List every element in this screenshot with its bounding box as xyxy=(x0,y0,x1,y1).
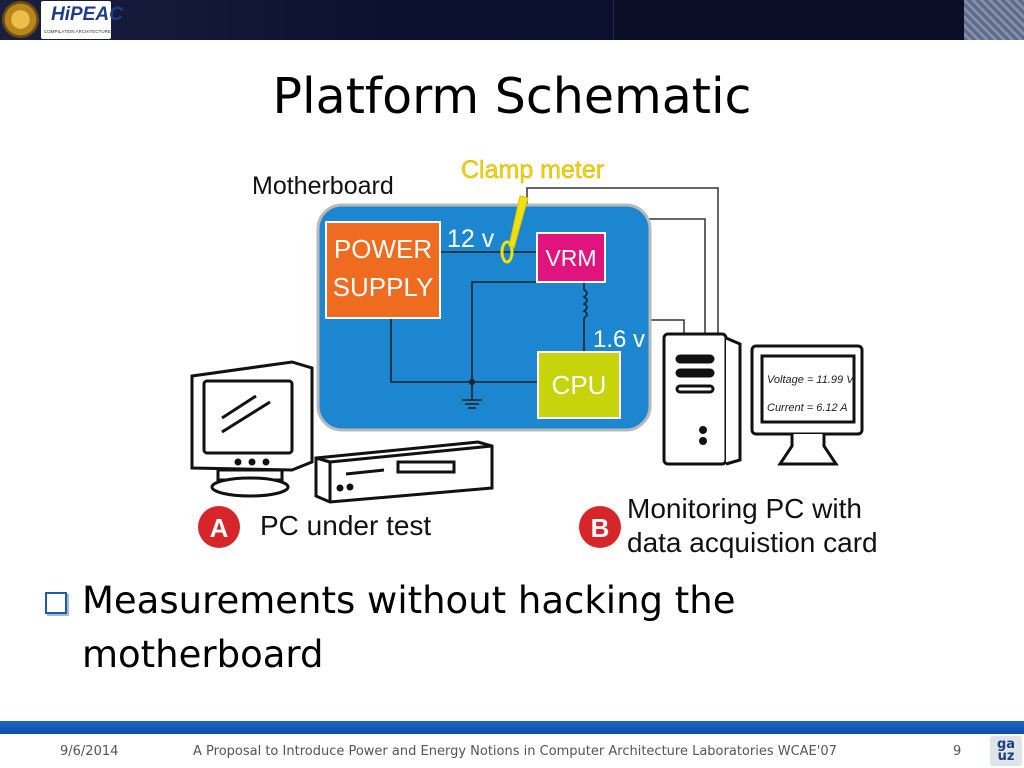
voltage-16-label: 1.6 v xyxy=(593,326,645,353)
university-seal-logo xyxy=(2,1,39,38)
voltage-readout: Voltage = 11.99 V xyxy=(767,374,855,386)
banner-right-panel xyxy=(613,0,1024,40)
clamp-meter-icon xyxy=(500,195,529,264)
monitoring-pc-tower-icon xyxy=(662,332,742,466)
test-pc-monitor-icon xyxy=(190,360,314,498)
inductor-coil xyxy=(582,289,588,319)
monitoring-monitor-icon xyxy=(750,344,864,466)
badge-b-letter: B xyxy=(591,513,610,543)
cpu-block xyxy=(537,351,621,419)
voltage-12-label: 12 v xyxy=(447,225,495,253)
ground-node xyxy=(469,379,475,385)
vrm-label: VRM xyxy=(545,245,596,271)
pc-under-test-caption: PC under test xyxy=(260,510,431,541)
power-supply-block xyxy=(325,221,441,319)
current-readout: Current = 6.12 A xyxy=(767,402,848,414)
circuit-wires xyxy=(390,251,585,400)
cpu-label: CPU xyxy=(552,370,607,400)
badge-a xyxy=(198,506,240,548)
banner-texture-image xyxy=(964,0,1024,40)
footer-date: 9/6/2014 xyxy=(60,744,119,759)
top-banner: HiPEAC COMPILATION ARCHITECTURE xyxy=(0,0,1024,40)
power-supply-label-2: SUPPLY xyxy=(333,272,434,302)
hipeac-logo-text: HiPEAC xyxy=(51,4,123,25)
test-pc-case-icon xyxy=(314,440,494,504)
motherboard-label: Motherboard xyxy=(252,172,394,200)
footer-bar xyxy=(0,721,1024,734)
clamp-meter-label: Clamp meter xyxy=(461,156,604,184)
power-supply-label-1: POWER xyxy=(334,234,432,264)
page-number: 9 xyxy=(953,744,962,759)
gaz-logo: ga uz xyxy=(990,736,1022,766)
monitoring-caption-line1: Monitoring PC with xyxy=(627,493,862,524)
monitoring-caption-line2: data acquistion card xyxy=(627,527,878,558)
bullet-text: Measurements without hacking the motherb… xyxy=(82,579,736,676)
badge-b xyxy=(579,506,621,548)
slide-title: Platform Schematic xyxy=(272,68,752,125)
badge-a-letter: A xyxy=(210,513,229,543)
ground-symbol xyxy=(462,399,482,409)
bullet-checkbox-icon xyxy=(45,592,67,614)
vrm-block xyxy=(536,232,606,283)
footer-title: A Proposal to Introduce Power and Energy… xyxy=(193,744,837,759)
hipeac-logo-subtext: COMPILATION ARCHITECTURE xyxy=(44,29,111,34)
hipeac-logo: HiPEAC COMPILATION ARCHITECTURE xyxy=(41,1,123,39)
